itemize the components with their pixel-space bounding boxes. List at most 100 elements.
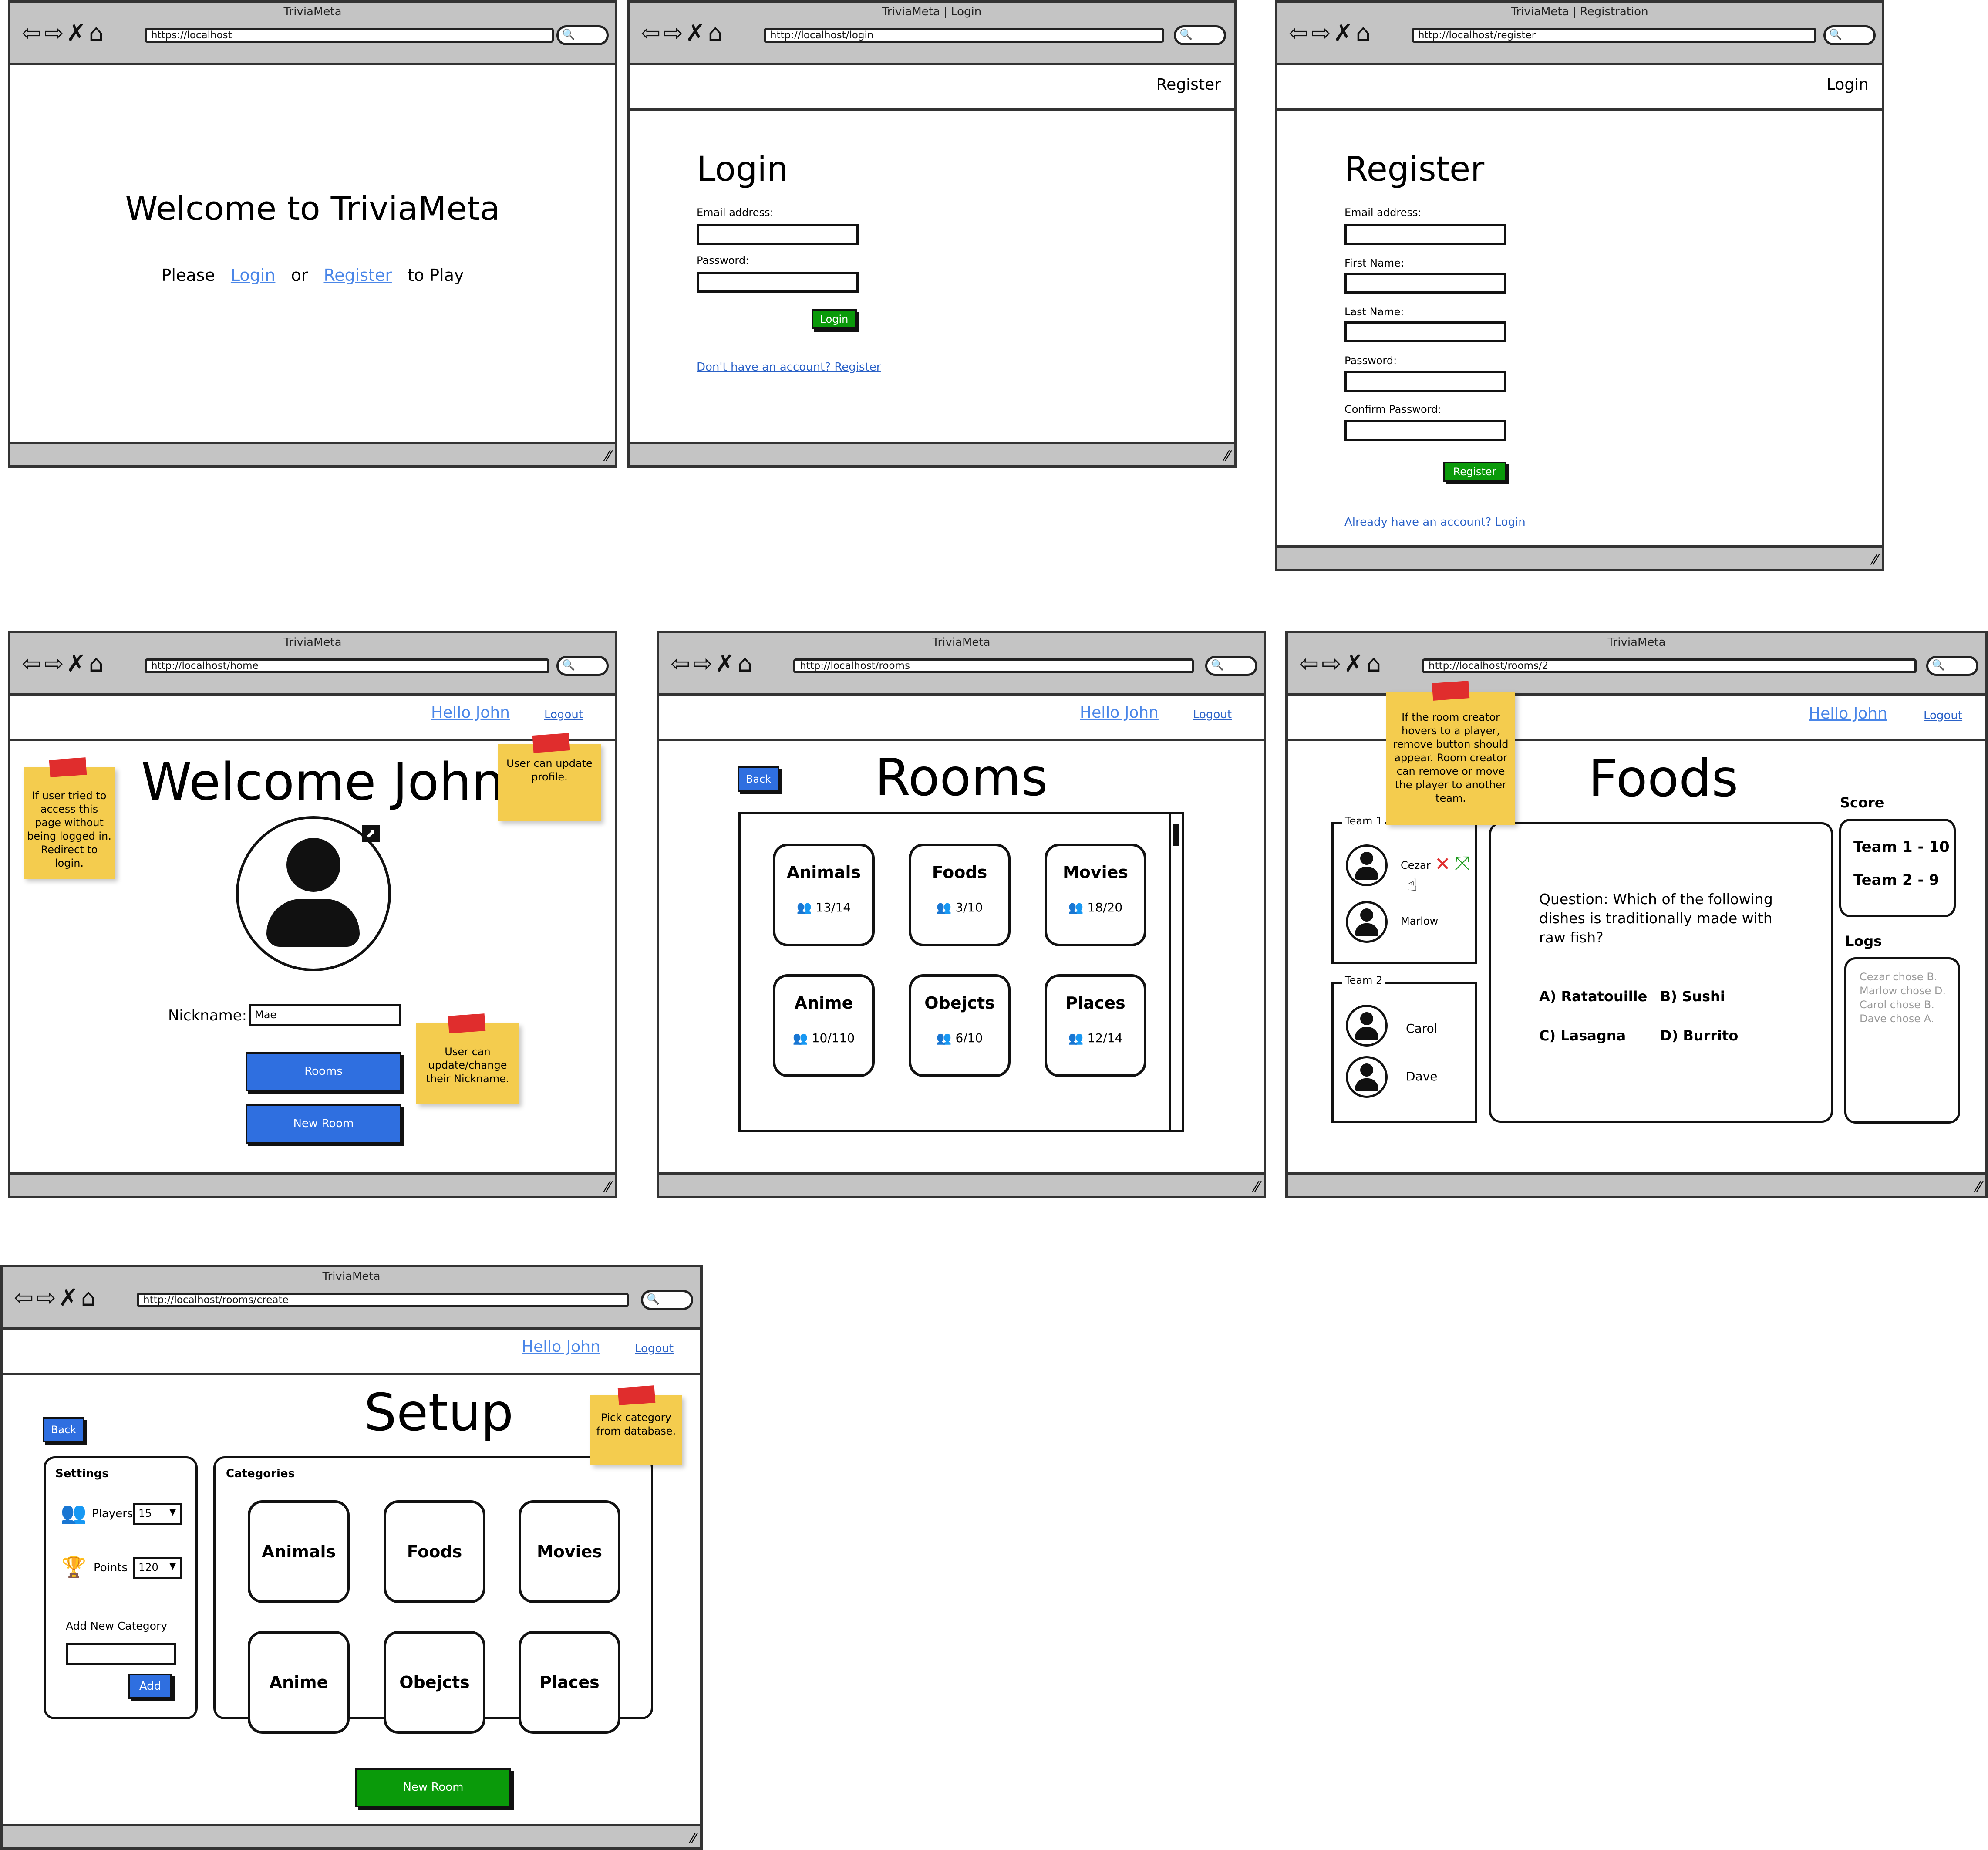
player-name[interactable]: Marlow bbox=[1401, 915, 1439, 927]
players-select[interactable]: 15 bbox=[133, 1503, 182, 1525]
logout-link[interactable]: Logout bbox=[1193, 708, 1232, 721]
room-card-animals[interactable]: Animals👥 13/14 bbox=[773, 844, 875, 946]
answer-b[interactable]: B) Sushi bbox=[1660, 988, 1725, 1005]
room-card-places[interactable]: Places👥 12/14 bbox=[1045, 974, 1146, 1077]
hello-user-link[interactable]: Hello John bbox=[522, 1338, 600, 1356]
login-link[interactable]: Login bbox=[230, 266, 276, 285]
dropdown-arrow-icon[interactable]: ▼ bbox=[169, 1560, 176, 1571]
resize-grip-icon[interactable]: ⁄⁄ bbox=[1873, 551, 1877, 568]
room-card-movies[interactable]: Movies👥 18/20 bbox=[1045, 844, 1146, 946]
password-field[interactable] bbox=[697, 272, 859, 293]
home-icon[interactable]: ⌂ bbox=[88, 19, 104, 47]
back-arrow-icon[interactable]: ⇦ bbox=[1289, 19, 1309, 47]
forward-arrow-icon[interactable]: ⇨ bbox=[663, 19, 683, 47]
back-button[interactable]: Back bbox=[43, 1417, 84, 1442]
home-icon[interactable]: ⌂ bbox=[1366, 650, 1381, 677]
email-field[interactable] bbox=[1344, 224, 1506, 245]
back-button[interactable]: Back bbox=[738, 766, 779, 792]
back-arrow-icon[interactable]: ⇦ bbox=[671, 650, 691, 677]
address-bar[interactable]: http://localhost/rooms/create bbox=[137, 1293, 629, 1307]
address-bar[interactable]: http://localhost/rooms/2 bbox=[1422, 658, 1917, 673]
stop-icon[interactable]: ✗ bbox=[1344, 650, 1364, 677]
category-card-foods[interactable]: Foods bbox=[384, 1500, 485, 1603]
new-category-input[interactable] bbox=[66, 1643, 176, 1665]
logout-link[interactable]: Logout bbox=[635, 1342, 674, 1355]
player-name[interactable]: Carol bbox=[1406, 1021, 1438, 1036]
forward-arrow-icon[interactable]: ⇨ bbox=[44, 19, 64, 47]
email-field[interactable] bbox=[697, 224, 859, 245]
home-icon[interactable]: ⌂ bbox=[1355, 19, 1371, 47]
search-box[interactable]: 🔍 bbox=[1174, 25, 1226, 45]
forward-arrow-icon[interactable]: ⇨ bbox=[1311, 19, 1331, 47]
register-button[interactable]: Register bbox=[1443, 462, 1506, 482]
category-card-places[interactable]: Places bbox=[519, 1631, 620, 1734]
home-icon[interactable]: ⌂ bbox=[88, 650, 104, 677]
back-arrow-icon[interactable]: ⇦ bbox=[22, 19, 42, 47]
hello-user-link[interactable]: Hello John bbox=[431, 704, 510, 722]
confirm-password-field[interactable] bbox=[1344, 420, 1506, 441]
new-room-button[interactable]: New Room bbox=[246, 1104, 401, 1144]
move-icon[interactable]: ⤧ bbox=[1455, 852, 1470, 874]
stop-icon[interactable]: ✗ bbox=[58, 1284, 78, 1311]
stop-icon[interactable]: ✗ bbox=[66, 650, 86, 677]
rooms-list[interactable]: Animals👥 13/14 Foods👥 3/10 Movies👥 18/20… bbox=[738, 812, 1184, 1132]
player-name[interactable]: Cezar bbox=[1401, 859, 1431, 871]
category-card-animals[interactable]: Animals bbox=[248, 1500, 350, 1603]
category-card-movies[interactable]: Movies bbox=[519, 1500, 620, 1603]
answer-c[interactable]: C) Lasagna bbox=[1539, 1027, 1626, 1044]
rooms-button[interactable]: Rooms bbox=[246, 1052, 401, 1091]
scrollbar[interactable] bbox=[1169, 814, 1182, 1130]
resize-grip-icon[interactable]: ⁄⁄ bbox=[606, 1178, 610, 1195]
category-card-objects[interactable]: Obejcts bbox=[384, 1631, 485, 1734]
register-prompt-link[interactable]: Don't have an account? Register bbox=[697, 361, 881, 374]
nickname-input[interactable]: Mae bbox=[249, 1004, 401, 1026]
dropdown-arrow-icon[interactable]: ▼ bbox=[169, 1506, 176, 1517]
register-header-link[interactable]: Register bbox=[1156, 76, 1221, 94]
back-arrow-icon[interactable]: ⇦ bbox=[641, 19, 661, 47]
stop-icon[interactable]: ✗ bbox=[715, 650, 735, 677]
search-box[interactable]: 🔍 bbox=[1926, 656, 1978, 676]
login-prompt-link[interactable]: Already have an account? Login bbox=[1344, 516, 1526, 529]
logout-link[interactable]: Logout bbox=[1924, 709, 1963, 722]
search-box[interactable]: 🔍 bbox=[1205, 656, 1257, 676]
address-bar[interactable]: http://localhost/rooms bbox=[793, 658, 1194, 673]
hello-user-link[interactable]: Hello John bbox=[1080, 704, 1159, 722]
scroll-thumb[interactable] bbox=[1173, 824, 1179, 846]
room-card-anime[interactable]: Anime👥 10/110 bbox=[773, 974, 875, 1077]
answer-a[interactable]: A) Ratatouille bbox=[1539, 988, 1648, 1005]
answer-d[interactable]: D) Burrito bbox=[1660, 1027, 1739, 1044]
login-button[interactable]: Login bbox=[812, 309, 857, 329]
resize-grip-icon[interactable]: ⁄⁄ bbox=[691, 1830, 696, 1847]
new-room-button[interactable]: New Room bbox=[355, 1768, 511, 1807]
resize-grip-icon[interactable]: ⁄⁄ bbox=[1254, 1178, 1259, 1195]
add-category-button[interactable]: Add bbox=[128, 1674, 172, 1699]
address-bar[interactable]: http://localhost/register bbox=[1412, 28, 1816, 43]
stop-icon[interactable]: ✗ bbox=[66, 19, 86, 47]
stop-icon[interactable]: ✗ bbox=[1333, 19, 1353, 47]
address-bar[interactable]: http://localhost/home bbox=[145, 658, 549, 673]
remove-icon[interactable]: ✕ bbox=[1435, 853, 1451, 875]
resize-grip-icon[interactable]: ⁄⁄ bbox=[606, 448, 610, 464]
home-icon[interactable]: ⌂ bbox=[81, 1284, 96, 1311]
home-icon[interactable]: ⌂ bbox=[708, 19, 723, 47]
password-field[interactable] bbox=[1344, 371, 1506, 392]
forward-arrow-icon[interactable]: ⇨ bbox=[1321, 650, 1341, 677]
player-name[interactable]: Dave bbox=[1406, 1069, 1438, 1084]
edit-icon[interactable]: ⬈ bbox=[362, 825, 380, 842]
category-card-anime[interactable]: Anime bbox=[248, 1631, 350, 1734]
home-icon[interactable]: ⌂ bbox=[737, 650, 753, 677]
search-box[interactable]: 🔍 bbox=[556, 656, 609, 676]
search-box[interactable]: 🔍 bbox=[641, 1290, 693, 1310]
forward-arrow-icon[interactable]: ⇨ bbox=[36, 1284, 56, 1311]
forward-arrow-icon[interactable]: ⇨ bbox=[44, 650, 64, 677]
register-link[interactable]: Register bbox=[323, 266, 392, 285]
hello-user-link[interactable]: Hello John bbox=[1809, 705, 1887, 722]
room-card-foods[interactable]: Foods👥 3/10 bbox=[909, 844, 1011, 946]
room-card-objects[interactable]: Obejcts👥 6/10 bbox=[909, 974, 1011, 1077]
search-box[interactable]: 🔍 bbox=[556, 25, 609, 45]
search-box[interactable]: 🔍 bbox=[1823, 25, 1876, 45]
forward-arrow-icon[interactable]: ⇨ bbox=[693, 650, 713, 677]
address-bar[interactable]: https://localhost bbox=[145, 28, 554, 43]
login-header-link[interactable]: Login bbox=[1826, 76, 1869, 94]
resize-grip-icon[interactable]: ⁄⁄ bbox=[1225, 448, 1230, 464]
